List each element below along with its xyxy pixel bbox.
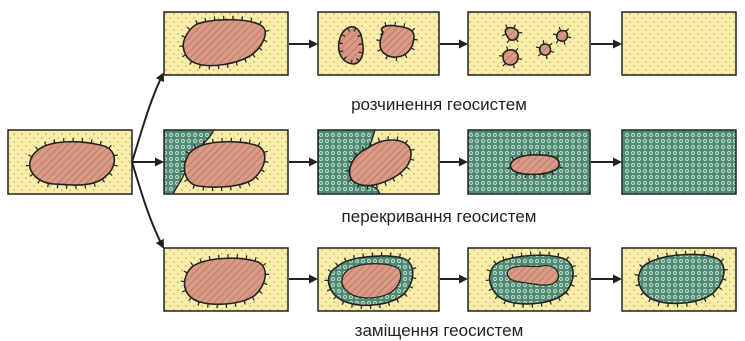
label-dissolution: розчинення геосистем xyxy=(351,95,527,115)
boundary-tick xyxy=(54,139,55,143)
dissolution-panel-3 xyxy=(468,12,590,75)
dissolution-panel-2 xyxy=(318,12,439,75)
boundary-tick xyxy=(543,40,544,44)
boundary-tick xyxy=(249,140,250,144)
dissolution-panel-4 xyxy=(622,12,736,75)
overlap-panel-4 xyxy=(622,130,736,194)
boundary-tick xyxy=(704,251,705,255)
boundary-tick xyxy=(667,253,668,257)
boundary-tick xyxy=(395,22,396,26)
geosystem-fragment xyxy=(540,44,551,55)
boundary-tick xyxy=(205,18,206,22)
overlap-panel-1 xyxy=(164,130,288,196)
geosystem-blob xyxy=(185,142,265,187)
boundary-tick xyxy=(227,64,228,68)
arrow-to-replacement xyxy=(132,162,163,247)
boundary-tick xyxy=(359,44,363,45)
boundary-tick xyxy=(635,275,639,276)
boundary-tick xyxy=(352,304,353,308)
geosystem-fragment xyxy=(339,27,364,64)
replacement-panel-1 xyxy=(164,248,288,311)
boundary-tick xyxy=(208,304,209,308)
replacement-panel-2 xyxy=(318,248,439,311)
boundary-tick xyxy=(363,253,364,257)
boundary-tick xyxy=(414,39,418,40)
boundary-tick xyxy=(558,253,559,257)
boundary-tick xyxy=(412,268,416,269)
boundary-tick xyxy=(246,255,247,259)
boundary-tick xyxy=(264,161,268,162)
label-overlap: перекривання геосистем xyxy=(342,207,537,227)
arrow-to-dissolution xyxy=(132,74,163,162)
geosystem-fragment xyxy=(557,31,568,42)
boundary-tick xyxy=(351,60,352,64)
boundary-tick xyxy=(512,254,513,258)
dissolution-panel-1 xyxy=(164,12,288,75)
boundary-tick xyxy=(412,278,416,279)
boundary-tick xyxy=(544,174,545,178)
boundary-tick xyxy=(91,139,92,143)
boundary-tick xyxy=(548,152,549,156)
boundary-tick xyxy=(380,304,381,308)
boundary-tick xyxy=(235,303,236,307)
boundary-tick xyxy=(199,65,200,69)
label-replacement: заміщення геосистем xyxy=(355,321,524,341)
overlap-panel-2 xyxy=(318,130,439,196)
boundary-tick xyxy=(397,136,398,140)
overlap-panel-3 xyxy=(468,130,590,194)
boundary-tick xyxy=(265,31,269,32)
boundary-tick xyxy=(546,55,547,59)
boundary-tick xyxy=(359,52,363,53)
geosystem-blob xyxy=(30,142,115,185)
boundary-tick xyxy=(100,141,101,145)
boundary-tick xyxy=(213,139,214,143)
boundary-tick xyxy=(518,59,522,60)
boundary-tick xyxy=(209,256,210,260)
boundary-tick xyxy=(376,40,380,41)
boundary-tick xyxy=(514,303,515,307)
branch-arrows xyxy=(132,74,163,247)
boundary-tick xyxy=(400,254,401,258)
replacement-panel-3 xyxy=(468,248,590,311)
geosystem-fragment xyxy=(503,50,518,65)
boundary-tick xyxy=(541,303,542,307)
replacement-panel-4 xyxy=(622,248,736,311)
initial-state-panel xyxy=(8,130,132,194)
